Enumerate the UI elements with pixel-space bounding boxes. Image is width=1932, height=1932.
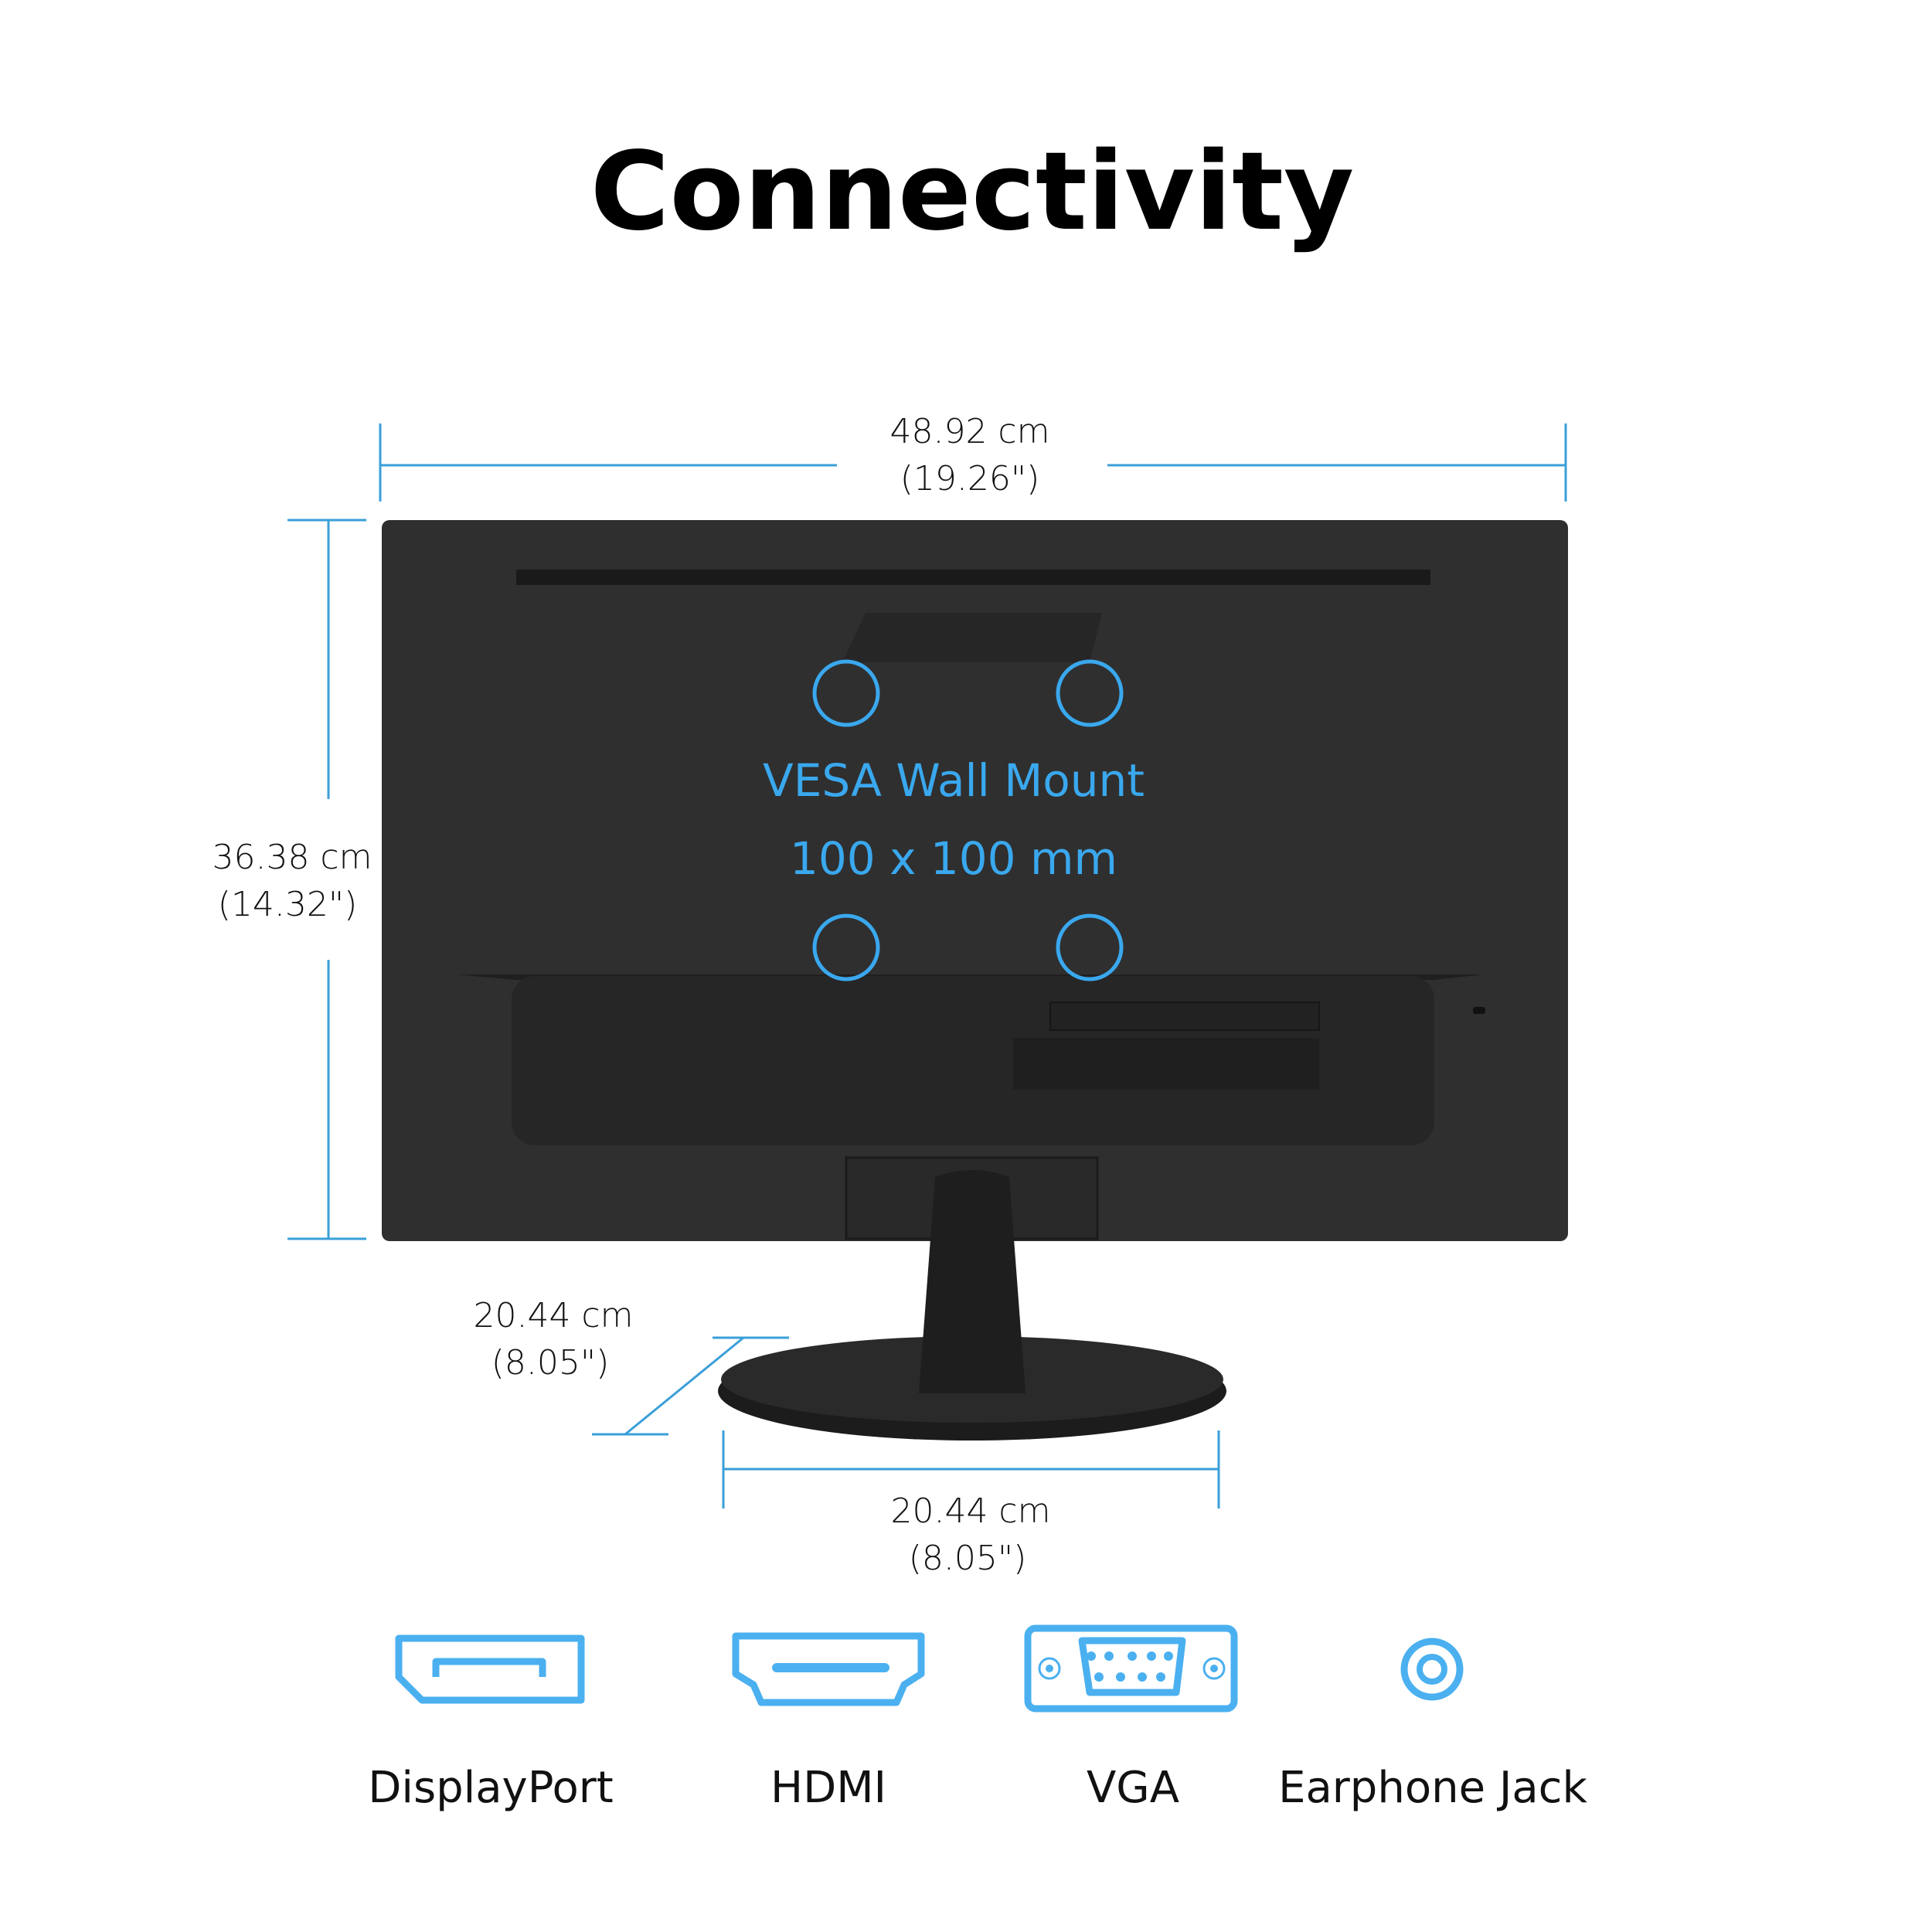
port-strip <box>1049 1002 1320 1031</box>
port-label-hdmi: HDMI <box>770 1763 886 1813</box>
port-label-displayport: DisplayPort <box>368 1763 613 1813</box>
vesa-hole-icon <box>812 913 880 981</box>
asus-logo <box>842 613 1102 662</box>
displayport-icon <box>395 1634 585 1704</box>
vent <box>516 570 1430 585</box>
vesa-hole-icon <box>1056 913 1124 981</box>
depth-cm: 20.44 cm <box>473 1296 633 1335</box>
base-width-dimension: 20.44 cm (8.05") <box>722 1430 1220 1578</box>
width-dimension: 48.92 cm (19.26") <box>379 412 1567 502</box>
base-width-in: (8.05") <box>909 1539 1027 1578</box>
height-cm: 36.38 cm <box>212 838 372 877</box>
vesa-title: VESA Wall Mount <box>763 754 1145 807</box>
height-in: (14.32") <box>218 885 358 924</box>
vesa-hole-icon <box>1056 659 1124 727</box>
base-width-cm: 20.44 cm <box>890 1492 1050 1531</box>
vesa-holes <box>812 659 1124 981</box>
depth-in: (8.05") <box>492 1343 610 1383</box>
hdmi-icon <box>732 1632 925 1706</box>
page-title: Connectivity <box>590 129 1355 255</box>
kensington-lock <box>1473 1007 1485 1014</box>
label-area <box>1013 1038 1319 1090</box>
width-cm: 48.92 cm <box>889 412 1049 451</box>
monitor-back: VESA Wall Mount 100 x 100 mm <box>382 520 1568 1241</box>
width-in: (19.26") <box>900 459 1040 498</box>
height-dimension: 36.38 cm (14.32") <box>212 519 372 1240</box>
port-label-earphone-jack: Earphone Jack <box>1278 1763 1587 1813</box>
vga-icon <box>1024 1624 1238 1713</box>
base-depth-dimension: 20.44 cm (8.05") <box>473 1296 789 1436</box>
port-label-vga: VGA <box>1087 1763 1179 1813</box>
vesa-hole-icon <box>812 659 880 727</box>
earphone-jack-icon <box>1400 1638 1464 1701</box>
vesa-size: 100 x 100 mm <box>790 832 1117 885</box>
stand <box>718 1170 1226 1440</box>
